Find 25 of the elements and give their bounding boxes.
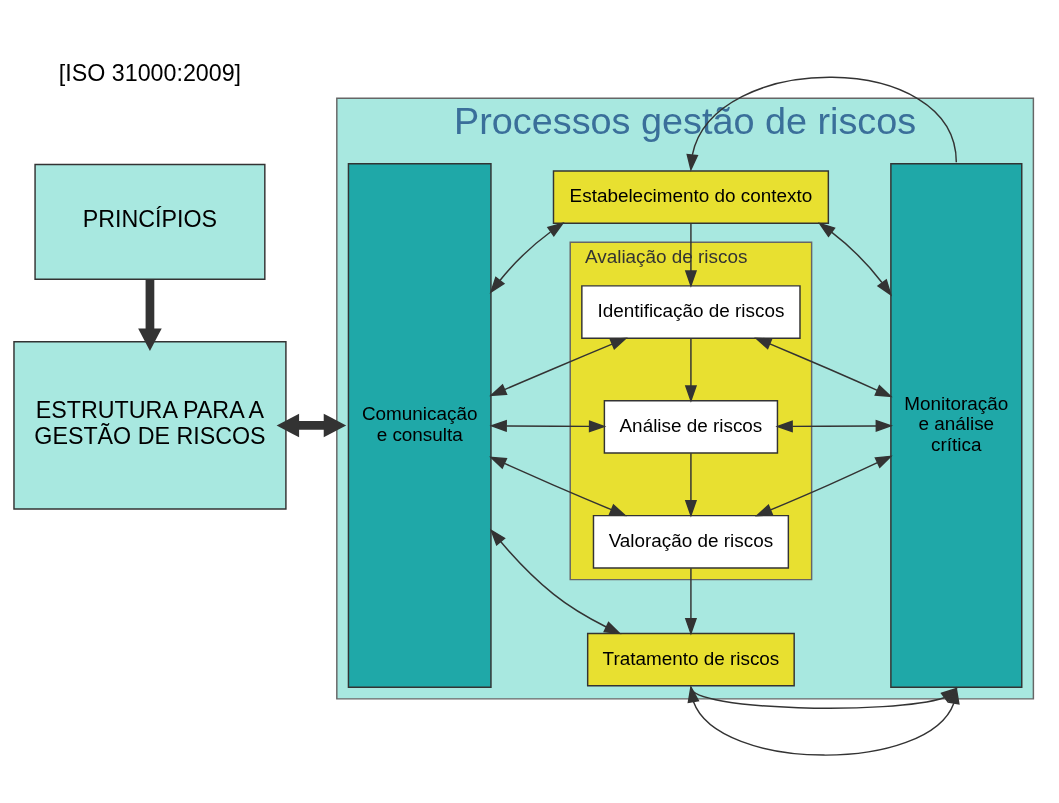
arrow — [754, 454, 893, 516]
node-box: PRINCÍPIOS — [34, 163, 266, 280]
arrow — [276, 413, 347, 437]
node-box: ESTRUTURA PARA A GESTÃO DE RISCOS — [13, 340, 287, 510]
arrow — [684, 337, 698, 403]
arrow — [684, 567, 698, 636]
node-box: Comunicação e consulta — [347, 162, 492, 688]
node-box: Monitoração e análise crítica — [890, 162, 1023, 688]
arrow — [754, 336, 893, 397]
arrow — [489, 337, 628, 396]
arrow — [138, 278, 162, 351]
arrow — [489, 419, 607, 432]
node-box: Identificação de riscos — [581, 284, 801, 339]
node-box: Estabelecimento do contexto — [552, 169, 830, 224]
label: [ISO 31000:2009] — [58, 59, 242, 86]
node-box: Valoração de riscos — [592, 514, 790, 569]
arrow — [684, 222, 698, 288]
arrow — [684, 451, 698, 518]
arrow — [489, 221, 565, 294]
node-box: Tratamento de riscos — [586, 632, 795, 686]
arrow — [817, 221, 893, 296]
arrow — [775, 419, 894, 432]
arrow — [489, 528, 622, 634]
node-box: Análise de riscos — [603, 399, 779, 454]
arrow — [489, 456, 627, 516]
